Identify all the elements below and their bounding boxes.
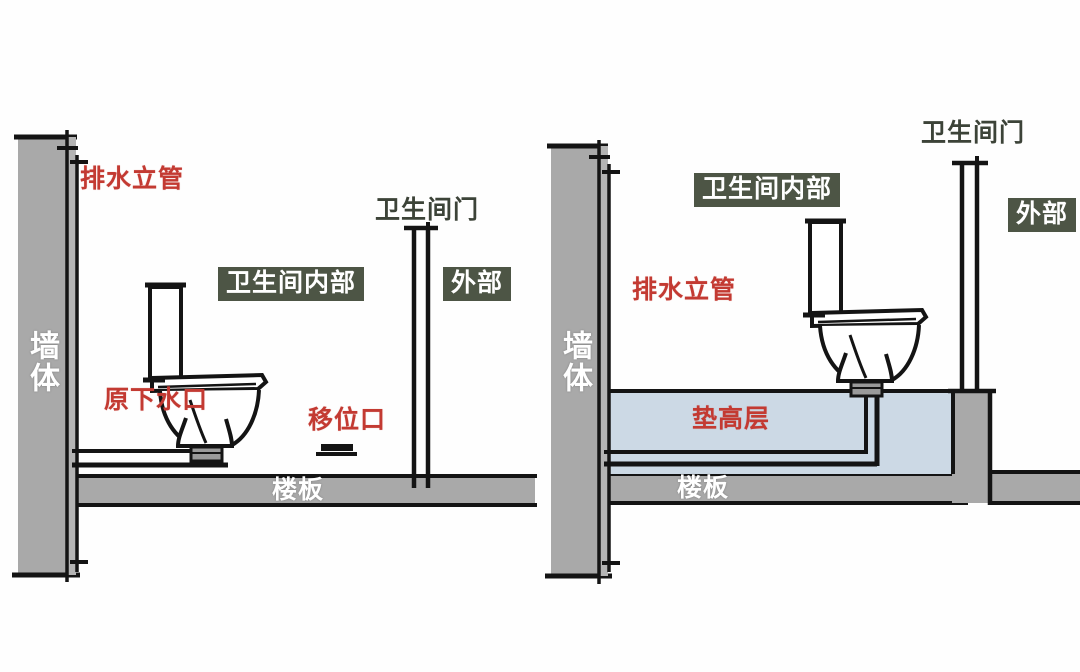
- label-riser-left: 排水立管: [80, 165, 185, 193]
- label-wall-right: 墙体: [558, 330, 591, 394]
- toilet-left-tank: [148, 285, 183, 382]
- toilet-left: [143, 282, 269, 463]
- label-exterior-left: 外部: [443, 267, 512, 302]
- left-panel-group: [12, 130, 537, 582]
- riser-pipe-right-body: [598, 146, 608, 576]
- right-panel-group: [545, 140, 1080, 584]
- raised-layer-right: [600, 391, 965, 474]
- relocation-stub-left: [316, 444, 357, 456]
- floor-slab-left: [70, 476, 535, 505]
- floor-slab-right: [600, 474, 965, 503]
- label-riser-right: 排水立管: [632, 276, 737, 304]
- label-raised-layer-right: 垫高层: [692, 405, 771, 433]
- wall-left: [18, 137, 68, 575]
- bathroom-door-right[interactable]: [952, 156, 988, 392]
- toilet-right-rim-inner: [817, 317, 917, 324]
- relocation-stub-left-body: [321, 444, 353, 451]
- door-threshold-right: [952, 391, 990, 503]
- bathroom-door-left[interactable]: [404, 222, 438, 488]
- label-bathroom-interior-left: 卫生间内部: [218, 267, 365, 302]
- wall-right: [551, 146, 600, 576]
- toilet-left-bowl-inner-curve: [188, 399, 208, 444]
- label-relocation-outlet-left: 移位口: [308, 406, 387, 434]
- floor-slab-right-outer: [992, 472, 1080, 503]
- label-original-drain-left: 原下水口: [104, 386, 209, 414]
- riser-pipe-left-body: [66, 137, 76, 575]
- label-bathroom-interior-right: 卫生间内部: [694, 173, 841, 208]
- toilet-right: [803, 218, 929, 398]
- label-bathroom-door-left: 卫生间门: [375, 196, 480, 224]
- label-wall-left: 墙体: [25, 330, 58, 394]
- label-floor-slab-right: 楼板: [677, 474, 730, 502]
- label-exterior-right: 外部: [1008, 198, 1077, 233]
- toilet-right-tank: [808, 220, 843, 317]
- label-bathroom-door-right: 卫生间门: [921, 119, 1026, 147]
- toilet-left-rim-inner: [157, 382, 257, 389]
- label-floor-slab-left: 楼板: [272, 476, 325, 504]
- toilet-right-bowl-inner-curve: [848, 334, 868, 379]
